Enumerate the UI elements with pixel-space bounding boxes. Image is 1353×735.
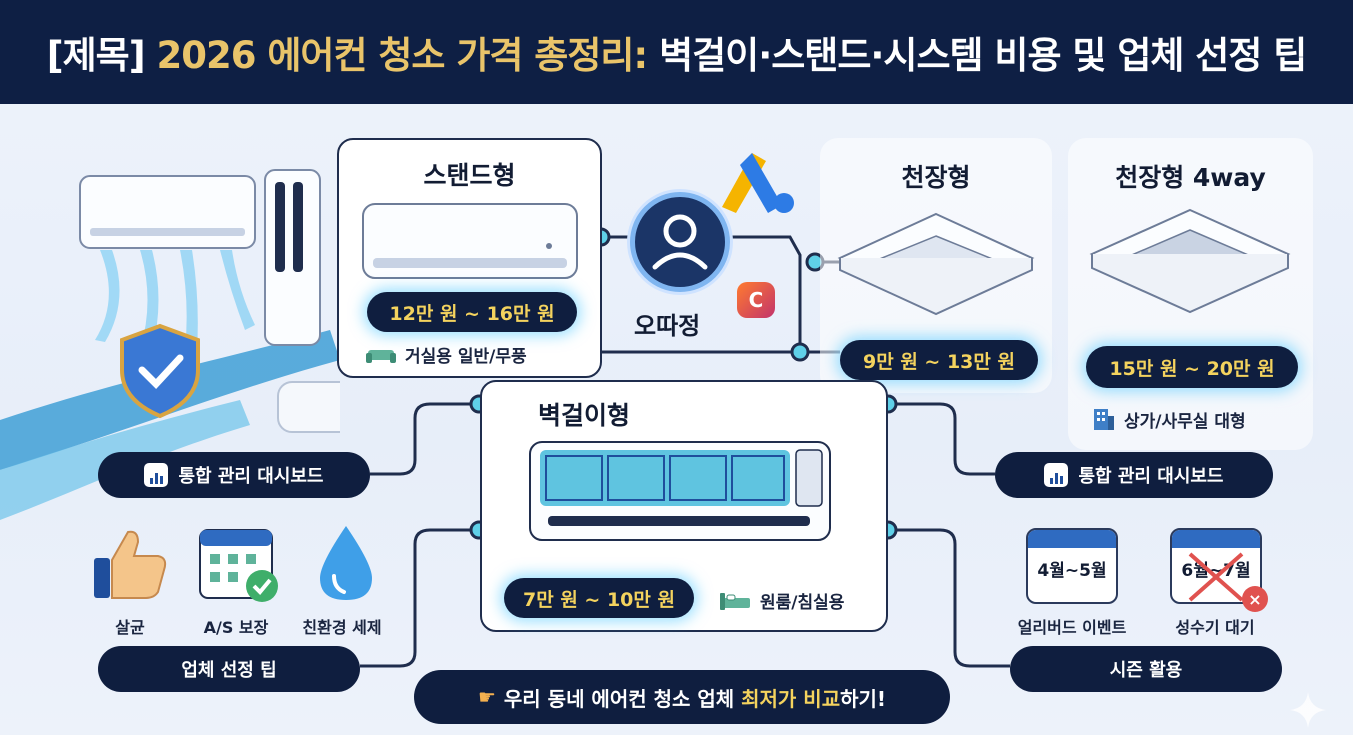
card-ceiling-4way-title: 천장형 4way: [1115, 163, 1266, 192]
user-icon: [652, 214, 708, 270]
building-icon: [1094, 409, 1114, 430]
page-title: [제목] 2026 에어컨 청소 가격 총정리: 벽걸이·스탠드·시스템 비용 …: [46, 25, 1308, 79]
feature-label-3: 친환경 세제: [302, 618, 382, 637]
card-wall-note-label: 원룸/침실용: [760, 593, 845, 613]
dashboard-icon: [144, 463, 169, 487]
card-ceiling-title: 천장형: [901, 163, 971, 192]
banner-pre: 우리 동네 에어컨 청소 업체: [503, 686, 742, 711]
pointing-hand-icon: ☛: [477, 685, 496, 709]
card-ceiling-4way-price: 15만 원 ~ 20만 원: [1086, 346, 1298, 388]
thumbs-up-icon: [94, 530, 167, 599]
ceiling-ac-icon: [837, 212, 1035, 316]
card-ceiling-4way-note: 상가/사무실 대형: [1090, 406, 1246, 432]
card-wall-note: 원룸/침실용: [718, 588, 844, 613]
card-ceiling-4way[interactable]: 천장형 4way 15만 원 ~ 20만 원 상가/사무실 대형: [1068, 138, 1313, 450]
title-prefix: [제목]: [46, 34, 157, 77]
avatar: [630, 192, 730, 292]
sofa-icon: [366, 349, 396, 363]
calendar-check-icon: [199, 529, 278, 602]
calendar-peak-season: 6월~7월: [1170, 528, 1262, 604]
card-stand-title: 스탠드형: [423, 161, 516, 190]
calendar-peak-season-caption: 성수기 대기: [1175, 618, 1255, 637]
card-ceiling-price: 9만 원 ~ 13만 원: [840, 340, 1038, 380]
brand-logo-icon: [722, 153, 794, 213]
card-wall[interactable]: 벽걸이형 7만 원 ~ 10만 원 원룸/침실용: [480, 380, 888, 632]
left-dashboard-label: 통합 관리 대시보드: [178, 466, 324, 487]
right-dashboard-label: 통합 관리 대시보드: [1078, 466, 1224, 487]
feature-label-2: A/S 보장: [203, 618, 269, 637]
calendar-early-bird: 4월~5월: [1026, 528, 1118, 604]
compare-banner[interactable]: ☛ 우리 동네 에어컨 청소 업체 최저가 비교하기!: [414, 670, 950, 724]
sparkle-icon: [1290, 692, 1326, 728]
calendar-early-bird-text: 4월~5월: [1037, 561, 1107, 581]
card-ceiling-4way-note-label: 상가/사무실 대형: [1124, 411, 1246, 432]
title-highlight: 2026 에어컨 청소 가격 총정리:: [156, 34, 649, 77]
card-stand-note-label: 거실용 일반/무풍: [405, 347, 527, 367]
season-pill[interactable]: 시즌 활용: [1010, 646, 1282, 692]
title-rest: 벽걸이·스탠드·시스템 비용 및 업체 선정 팁: [647, 34, 1307, 77]
dashboard-icon: [1044, 463, 1069, 487]
card-wall-title: 벽걸이형: [537, 401, 630, 430]
banner-text: 우리 동네 에어컨 청소 업체 최저가 비교하기!: [504, 683, 886, 712]
ceiling-4way-ac-icon: [1089, 208, 1291, 314]
card-stand-price: 12만 원 ~ 16만 원: [367, 292, 577, 332]
cross-out-icon: [1188, 552, 1244, 602]
banner-highlight: 최저가 비교: [741, 686, 841, 711]
feature-label-1: 살균: [115, 618, 145, 637]
right-dashboard-pill[interactable]: 통합 관리 대시보드: [995, 452, 1273, 498]
card-stand-note: 거실용 일반/무풍: [365, 342, 527, 367]
card-wall-price: 7만 원 ~ 10만 원: [504, 578, 694, 618]
calendar-peak-season-text: 6월~7월: [1181, 561, 1251, 581]
water-drop-icon: [320, 526, 372, 600]
page-header: [제목] 2026 에어컨 청소 가격 총정리: 벽걸이·스탠드·시스템 비용 …: [0, 0, 1353, 104]
wall-and-stand-ac-illustration: [79, 169, 340, 433]
avatar-name: 오따정: [634, 312, 701, 340]
left-dashboard-pill[interactable]: 통합 관리 대시보드: [98, 452, 370, 498]
close-icon: ×: [1242, 586, 1268, 612]
card-stand[interactable]: 스탠드형 12만 원 ~ 16만 원 거실용 일반/무풍: [337, 138, 602, 378]
tips-pill[interactable]: 업체 선정 팁: [98, 646, 360, 692]
bed-icon: [720, 592, 750, 610]
wall-ac-open-icon: [529, 441, 831, 541]
stand-ac-icon: [362, 203, 578, 279]
banner-post: 하기!: [840, 686, 887, 711]
c-badge-icon: C: [737, 282, 775, 318]
calendar-early-bird-caption: 얼리버드 이벤트: [1017, 618, 1127, 637]
